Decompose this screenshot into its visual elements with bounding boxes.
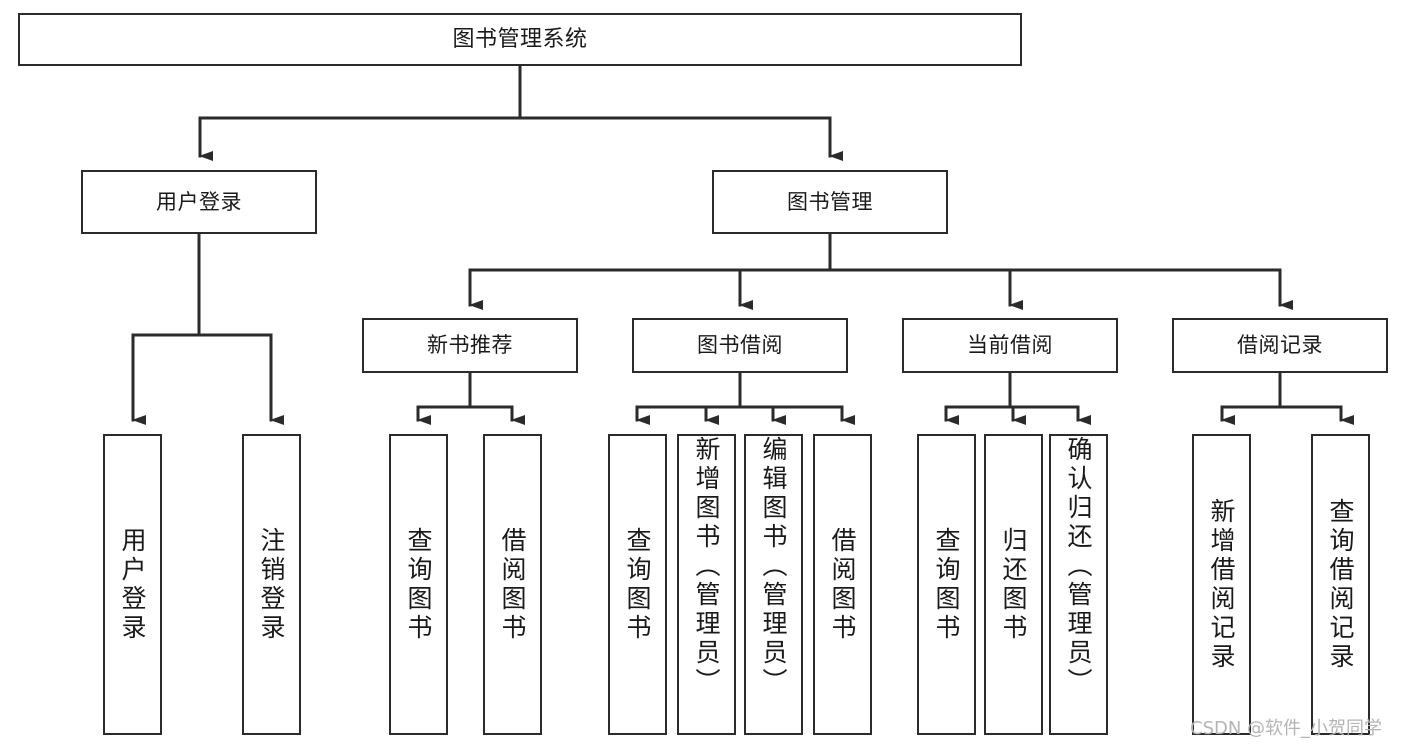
node-label: 注销登录 [257, 526, 286, 643]
node-label: 新增借阅记录 [1207, 497, 1236, 672]
leaf-confirm-return-admin[interactable]: 确认归还（管理员） [1049, 434, 1108, 735]
csdn-watermark: CSDN @软件_小贺同学 [1190, 718, 1383, 739]
leaf-borrow-book-recommend[interactable]: 借阅图书 [483, 434, 542, 735]
leaf-edit-book-admin[interactable]: 编辑图书（管理员） [744, 434, 803, 735]
node-label: 新增图书（管理员） [692, 436, 721, 697]
node-root-book-management-system[interactable]: 图书管理系统 [18, 13, 1022, 66]
node-borrow-record[interactable]: 借阅记录 [1172, 318, 1388, 373]
node-label: 借阅图书 [498, 526, 527, 643]
leaf-query-book-borrow[interactable]: 查询图书 [608, 434, 667, 735]
leaf-query-book-recommend[interactable]: 查询图书 [389, 434, 448, 735]
leaf-borrow-book-borrow[interactable]: 借阅图书 [813, 434, 872, 735]
leaf-add-borrow-record[interactable]: 新增借阅记录 [1192, 434, 1251, 735]
node-label: 查询借阅记录 [1326, 497, 1355, 672]
leaf-add-book-admin[interactable]: 新增图书（管理员） [677, 434, 736, 735]
node-book-management[interactable]: 图书管理 [712, 170, 948, 234]
node-label: 用户登录 [156, 189, 242, 214]
node-label: 用户登录 [118, 526, 147, 643]
node-label: 图书借阅 [697, 333, 783, 358]
node-new-book-recommend[interactable]: 新书推荐 [362, 318, 578, 373]
node-label: 查询图书 [932, 526, 961, 643]
node-label: 确认归还（管理员） [1064, 436, 1093, 697]
leaf-query-book-current[interactable]: 查询图书 [917, 434, 976, 735]
node-user-login[interactable]: 用户登录 [81, 170, 317, 234]
node-book-borrow[interactable]: 图书借阅 [632, 318, 848, 373]
node-label: 图书管理系统 [452, 26, 588, 52]
node-label: 查询图书 [404, 526, 433, 643]
leaf-return-book[interactable]: 归还图书 [984, 434, 1043, 735]
node-label: 借阅图书 [828, 526, 857, 643]
node-label: 归还图书 [999, 526, 1028, 643]
node-label: 查询图书 [623, 526, 652, 643]
node-current-borrow[interactable]: 当前借阅 [902, 318, 1118, 373]
node-label: 借阅记录 [1237, 333, 1323, 358]
node-label: 图书管理 [787, 189, 873, 214]
leaf-user-login[interactable]: 用户登录 [103, 434, 162, 735]
node-label: 当前借阅 [967, 333, 1053, 358]
node-label: 新书推荐 [427, 333, 513, 358]
node-label: 编辑图书（管理员） [759, 436, 788, 697]
leaf-user-logout[interactable]: 注销登录 [242, 434, 301, 735]
leaf-query-borrow-record[interactable]: 查询借阅记录 [1311, 434, 1370, 735]
